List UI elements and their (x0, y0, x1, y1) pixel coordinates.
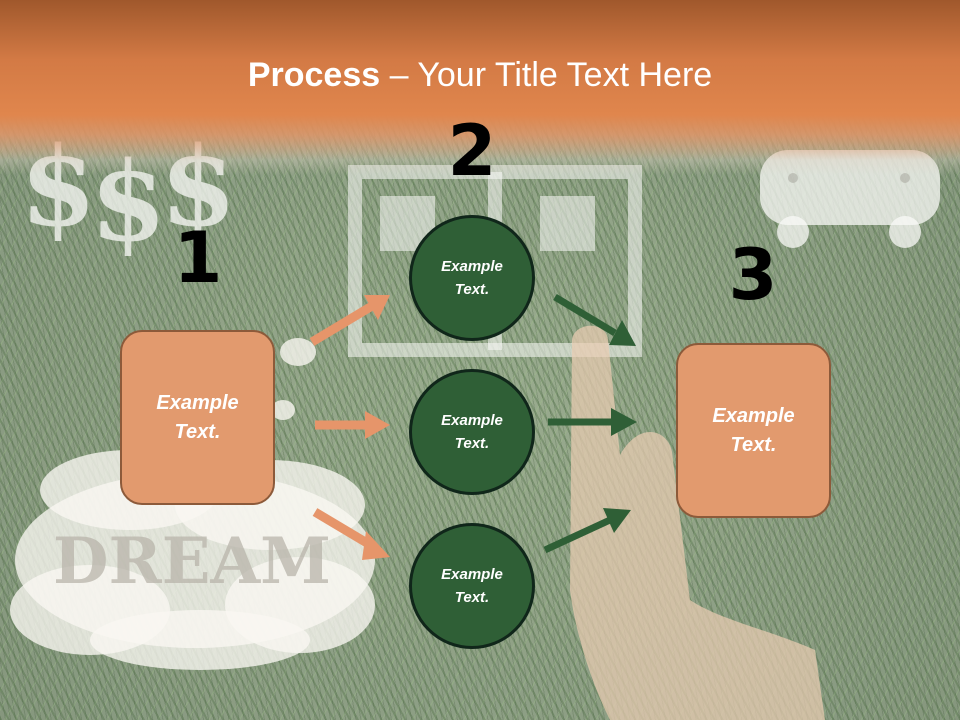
title-bold: Process (247, 56, 381, 94)
step-1-number: 1 (173, 217, 223, 299)
step-3-text: Example Text. (712, 404, 795, 456)
title-rest: – Your Title Text Here (380, 56, 713, 94)
pointing-hand (570, 325, 825, 720)
step-2-circle-2[interactable]: Example Text. (409, 369, 535, 495)
step-2-circle-2-text: Example Text. (441, 412, 503, 452)
step-2-circle-3[interactable]: Example Text. (409, 523, 535, 649)
arrow-circle-1-to-3 (553, 293, 636, 346)
car-wheel-dots (788, 173, 910, 183)
arrow-1-to-circle-1 (309, 295, 390, 346)
step-2-circle-1[interactable]: Example Text. (409, 215, 535, 341)
slide-title: Process – Your Title Text Here (0, 55, 960, 95)
house-windows (380, 196, 595, 251)
step-3-number: 3 (728, 234, 778, 316)
step-3-box[interactable]: Example Text. (676, 343, 831, 518)
step-2-number: 2 (447, 110, 497, 192)
arrow-circle-3-to-3 (543, 508, 631, 554)
arrow-circle-2-to-3 (548, 408, 637, 436)
step-1-text: Example Text. (156, 391, 239, 443)
step-1-box[interactable]: Example Text. (120, 330, 275, 505)
step-2-circle-3-text: Example Text. (441, 566, 503, 606)
header-band (0, 0, 960, 175)
dream-word: DREAM (53, 524, 331, 599)
arrow-1-to-circle-3 (312, 508, 390, 560)
step-2-circle-1-text: Example Text. (441, 258, 503, 298)
arrow-1-to-circle-2 (315, 411, 390, 439)
